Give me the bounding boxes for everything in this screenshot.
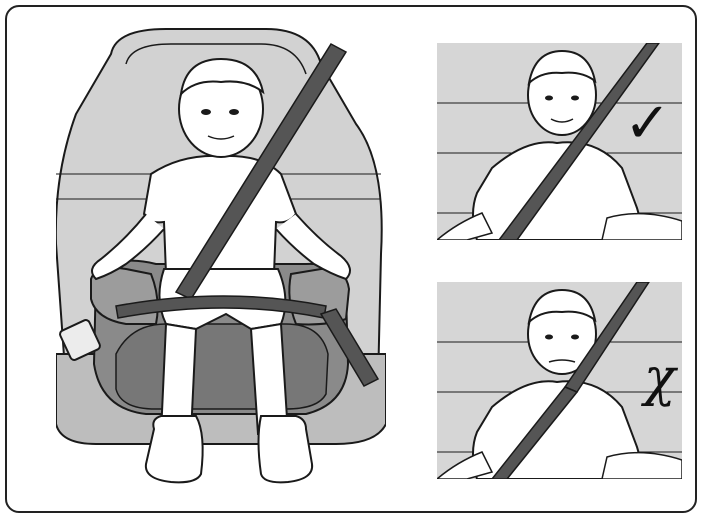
right-shoe bbox=[259, 416, 313, 482]
child-booster-seat-illustration bbox=[56, 24, 386, 494]
check-mark-icon: ✓ bbox=[624, 96, 671, 152]
left-shoe bbox=[146, 416, 203, 482]
cross-mark-icon: χ bbox=[644, 352, 676, 404]
child-shirt bbox=[144, 156, 296, 274]
